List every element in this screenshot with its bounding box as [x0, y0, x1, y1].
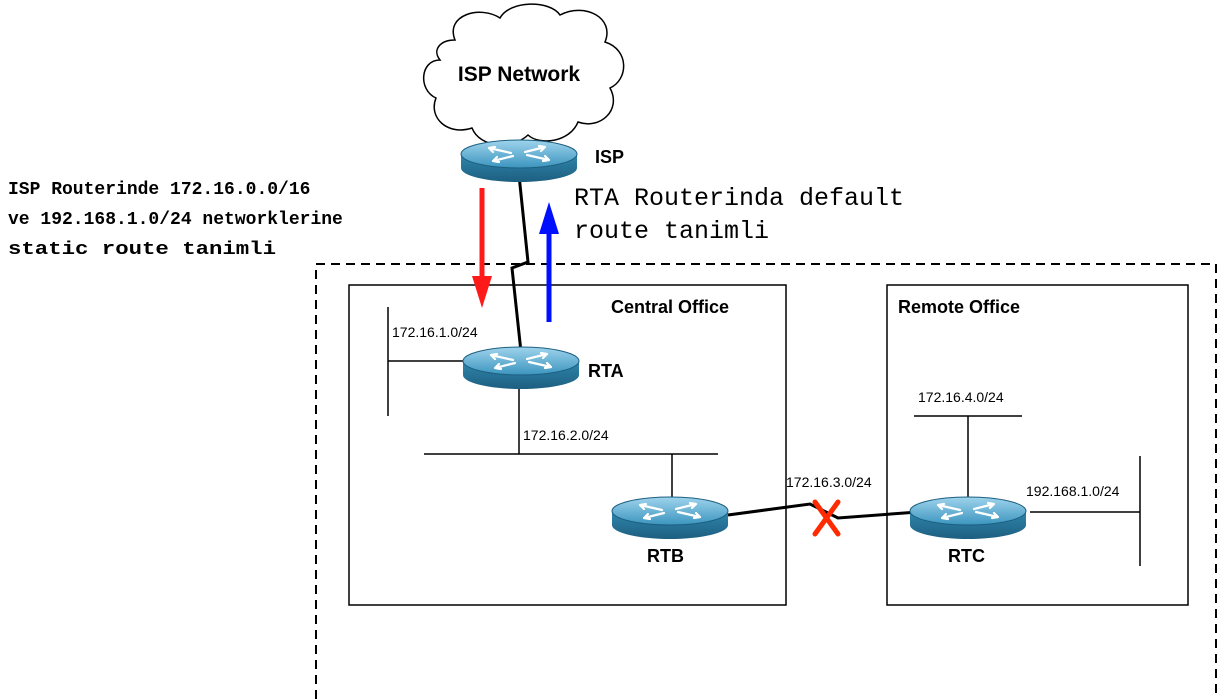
lan-172-16-2: [424, 388, 718, 497]
network-label-n1: 172.16.1.0/24: [392, 324, 478, 340]
lan-172-16-4: [914, 415, 1022, 497]
isp-note-line-1: ISP Routerinde 172.16.0.0/16: [8, 180, 310, 200]
router-rta-icon: [461, 345, 581, 391]
router-isp-label: ISP: [595, 147, 624, 167]
rta-default-route-note: RTA Routerinda default route tanimli: [574, 184, 904, 246]
isp-network-cloud: ISP Network: [422, 3, 625, 146]
cloud-label: ISP Network: [458, 63, 580, 86]
router-rtc-label: RTC: [948, 546, 985, 566]
central-office-label: Central Office: [611, 297, 729, 317]
remote-office-label: Remote Office: [898, 297, 1020, 317]
network-label-n4: 172.16.4.0/24: [918, 389, 1004, 405]
red-arrow-down: [472, 188, 492, 308]
isp-note-line-2: ve 192.168.1.0/24 networklerine: [8, 210, 343, 230]
router-rtb-icon: [610, 495, 730, 541]
blue-arrow-up: [539, 202, 559, 322]
rta-note-line-2: route tanimli: [574, 217, 769, 246]
router-rtb-label: RTB: [647, 546, 684, 566]
router-rtc-icon: [908, 495, 1028, 541]
serial-link-isp-rta: [510, 174, 530, 353]
lan-192-168-1: [1030, 456, 1141, 566]
network-label-n5: 192.168.1.0/24: [1026, 483, 1120, 499]
lan-172-16-1: [387, 307, 470, 416]
central-office-box: [348, 284, 787, 606]
dashed-boundary: [315, 263, 1217, 699]
link-failure-mark: [812, 499, 841, 537]
remote-office-box: [886, 284, 1189, 606]
router-rta-label: RTA: [588, 361, 624, 381]
network-label-n2: 172.16.2.0/24: [523, 427, 609, 443]
rta-note-line-1: RTA Routerinda default: [574, 184, 904, 213]
isp-static-route-note: ISP Routerinde 172.16.0.0/16 ve 192.168.…: [8, 180, 343, 260]
router-isp-icon: [459, 138, 579, 184]
network-label-n3: 172.16.3.0/24: [786, 474, 872, 490]
isp-note-line-3: static route tanimli: [8, 240, 276, 260]
